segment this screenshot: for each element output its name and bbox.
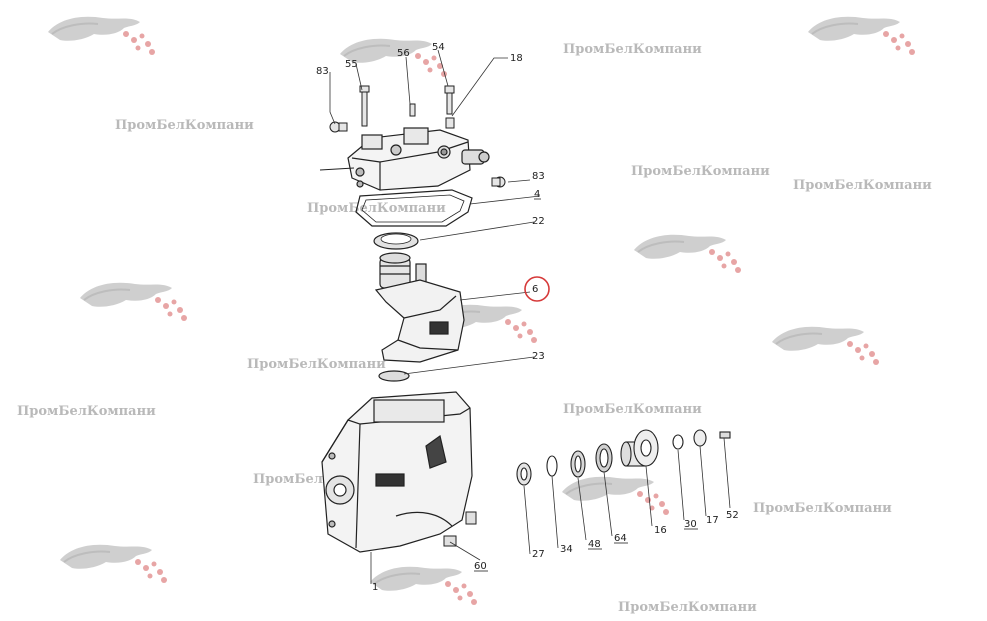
part-label-48[interactable]: 48 bbox=[588, 539, 601, 550]
part-label-18[interactable]: 18 bbox=[510, 53, 523, 64]
watermark-logo bbox=[561, 475, 670, 516]
watermark-text: ПромБелКомпани bbox=[563, 42, 702, 57]
part-label-56[interactable]: 56 bbox=[397, 48, 410, 59]
watermark-logo bbox=[633, 233, 742, 274]
part-label-83[interactable]: 83 bbox=[532, 171, 545, 182]
part-label-64[interactable]: 64 bbox=[614, 533, 627, 544]
highlight-circle bbox=[524, 276, 550, 302]
part-label-30[interactable]: 30 bbox=[684, 519, 697, 530]
watermark-logo bbox=[339, 37, 448, 78]
part-label-6[interactable]: 6 bbox=[532, 284, 538, 295]
watermark-text: ПромБелКомпани bbox=[307, 201, 446, 216]
seal-ring-part bbox=[378, 370, 410, 382]
leader-lines bbox=[329, 49, 731, 584]
watermark-logo bbox=[369, 565, 478, 606]
part-label-60[interactable]: 60 bbox=[474, 561, 487, 572]
part-label-22[interactable]: 22 bbox=[532, 216, 545, 227]
watermark-logo bbox=[47, 15, 156, 56]
watermark-text: ПромБелКомпани bbox=[17, 404, 156, 419]
part-label-27[interactable]: 27 bbox=[532, 549, 545, 560]
bolt-part bbox=[329, 85, 506, 188]
watermark-text: ПромБелКомпани bbox=[631, 164, 770, 179]
intermediate-housing-part bbox=[374, 252, 465, 363]
part-label-34[interactable]: 34 bbox=[560, 544, 573, 555]
part-label-16[interactable]: 16 bbox=[654, 525, 667, 536]
watermark-logo bbox=[79, 281, 188, 322]
watermark-text: ПромБелКомпани bbox=[753, 501, 892, 516]
watermark-text: ПромБелКомпани bbox=[618, 600, 757, 615]
part-label-23[interactable]: 23 bbox=[532, 351, 545, 362]
part-label-4[interactable]: 4 bbox=[534, 189, 540, 200]
watermark-logo bbox=[807, 15, 916, 56]
transmission-housing-part bbox=[321, 391, 473, 553]
part-label-52[interactable]: 52 bbox=[726, 510, 739, 521]
part-label-83[interactable]: 83 bbox=[316, 66, 329, 77]
label-underlines bbox=[474, 198, 698, 572]
part-label-1[interactable]: 1 bbox=[372, 582, 378, 593]
watermark-text: ПромБелКомпани bbox=[563, 402, 702, 417]
part-label-17[interactable]: 17 bbox=[706, 515, 719, 526]
watermark-text: ПромБелКомпани bbox=[115, 118, 254, 133]
flange-assembly-parts bbox=[516, 429, 731, 486]
watermark-logo bbox=[771, 325, 880, 366]
valve-housing-part bbox=[319, 127, 490, 191]
watermark-text: ПромБелКомпани bbox=[247, 357, 386, 372]
part-label-54[interactable]: 54 bbox=[432, 42, 445, 53]
plug-part bbox=[443, 511, 477, 547]
watermark-text: ПромБелКомпани bbox=[793, 178, 932, 193]
watermark-logo bbox=[59, 543, 168, 584]
part-label-55[interactable]: 55 bbox=[345, 59, 358, 70]
gasket-part bbox=[355, 189, 473, 227]
